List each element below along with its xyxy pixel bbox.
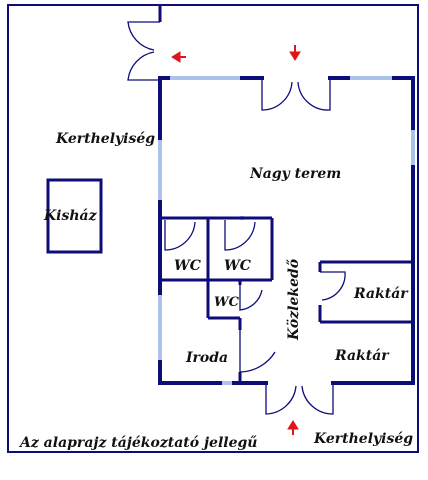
plan-border xyxy=(7,4,419,453)
label-iroda: Iroda xyxy=(185,350,228,366)
label-kishaz: Kisház xyxy=(43,208,98,224)
disclaimer-text: Az alaprajz tájékoztató jellegű xyxy=(18,435,257,451)
label-kertelyiseg-bottom: Kerthelyiség xyxy=(313,431,413,447)
label-raktar-2: Raktár xyxy=(334,348,390,364)
label-wc-1: WC xyxy=(174,258,201,274)
label-wc-3: WC xyxy=(214,295,240,310)
red-arrow-icon xyxy=(171,51,181,63)
entry-arrows xyxy=(171,45,301,435)
interior-walls xyxy=(160,216,413,383)
red-arrow-icon xyxy=(289,51,301,61)
label-wc-2: WC xyxy=(224,258,251,274)
red-arrow-icon xyxy=(287,420,299,430)
doors xyxy=(127,5,346,415)
label-kertelyiseg-top: Kerthelyiség xyxy=(55,131,155,147)
kishaz-outline xyxy=(46,178,103,254)
label-kozlekedo: Közlekedő xyxy=(286,258,302,341)
label-nagy-terem: Nagy terem xyxy=(249,166,341,182)
windows xyxy=(158,76,415,385)
label-raktar-1: Raktár xyxy=(353,286,409,302)
